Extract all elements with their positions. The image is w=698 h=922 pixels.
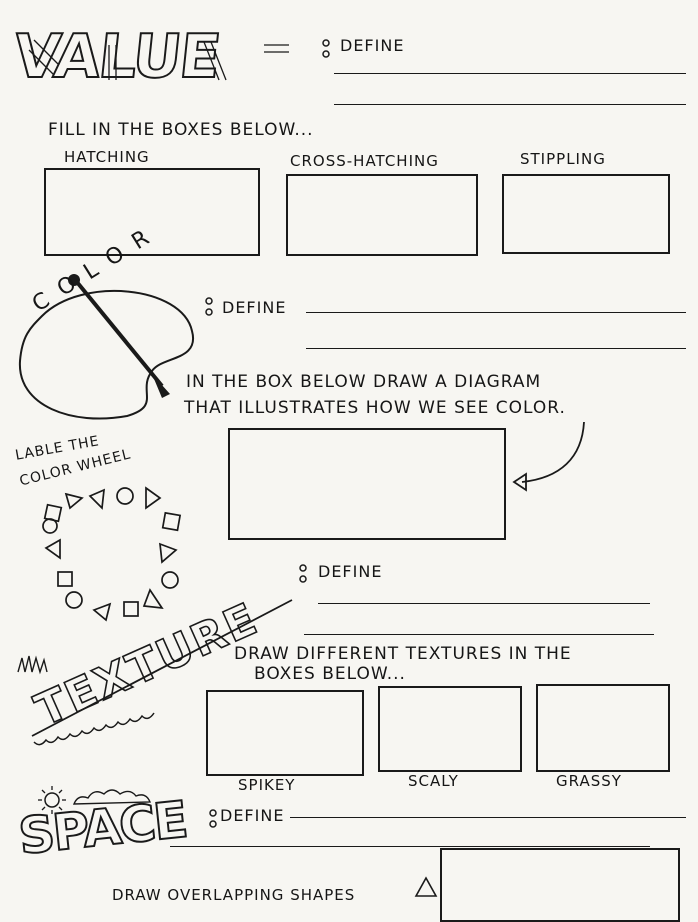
cross-hatching-label: CROSS-HATCHING bbox=[290, 152, 439, 170]
texture-instruction-line2: BOXES BELOW... bbox=[254, 664, 406, 684]
space-instruction: DRAW OVERLAPPING SHAPES bbox=[112, 886, 356, 904]
color-instruction-line1: IN THE BOX BELOW DRAW A DIAGRAM bbox=[186, 372, 542, 392]
color-define-label: DEFINE bbox=[222, 298, 287, 317]
spikey-box[interactable] bbox=[206, 690, 364, 776]
scaly-box[interactable] bbox=[378, 686, 522, 772]
color-palette-icon bbox=[18, 274, 195, 420]
color-wheel-shapes bbox=[42, 486, 182, 622]
value-define-line-1 bbox=[334, 73, 686, 74]
spikey-label: SPIKEY bbox=[238, 776, 296, 794]
scaly-label: SCALY bbox=[408, 772, 459, 790]
texture-define-label: DEFINE bbox=[318, 562, 383, 581]
cross-hatching-box[interactable] bbox=[286, 174, 478, 256]
texture-instruction-line1: DRAW DIFFERENT TEXTURES IN THE bbox=[234, 644, 572, 664]
cloud-icon bbox=[72, 789, 152, 805]
sun-icon bbox=[38, 786, 66, 814]
define-colon-icon bbox=[205, 297, 213, 316]
arrow-icon bbox=[512, 421, 585, 492]
value-define-line-2 bbox=[334, 104, 686, 105]
define-colon-icon bbox=[209, 809, 217, 828]
texture-scallop-line bbox=[31, 599, 293, 746]
triangle-icon bbox=[414, 876, 438, 897]
texture-define-line-1 bbox=[318, 603, 650, 604]
value-title-hatching bbox=[28, 39, 289, 81]
hatching-box[interactable] bbox=[44, 168, 260, 256]
value-instruction: FILL IN THE BOXES BELOW... bbox=[48, 120, 314, 140]
grassy-box[interactable] bbox=[536, 684, 670, 772]
space-define-line-2 bbox=[170, 846, 650, 847]
stippling-label: STIPPLING bbox=[520, 150, 606, 168]
color-diagram-box[interactable] bbox=[228, 428, 506, 540]
color-define-line-2 bbox=[306, 348, 686, 349]
color-define-line-1 bbox=[306, 312, 686, 313]
space-box[interactable] bbox=[440, 848, 680, 922]
define-colon-icon bbox=[299, 564, 307, 583]
stippling-box[interactable] bbox=[502, 174, 670, 254]
grassy-label: GRASSY bbox=[556, 772, 622, 790]
texture-define-line-2 bbox=[304, 634, 654, 635]
space-define-line-1 bbox=[290, 817, 686, 818]
grass-icon bbox=[17, 655, 48, 675]
color-instruction-line2: THAT ILLUSTRATES HOW WE SEE COLOR. bbox=[184, 398, 566, 418]
space-define-label: DEFINE bbox=[220, 806, 285, 825]
value-define-label: DEFINE bbox=[340, 36, 405, 55]
define-colon-icon bbox=[322, 39, 330, 58]
hatching-label: HATCHING bbox=[64, 148, 150, 166]
